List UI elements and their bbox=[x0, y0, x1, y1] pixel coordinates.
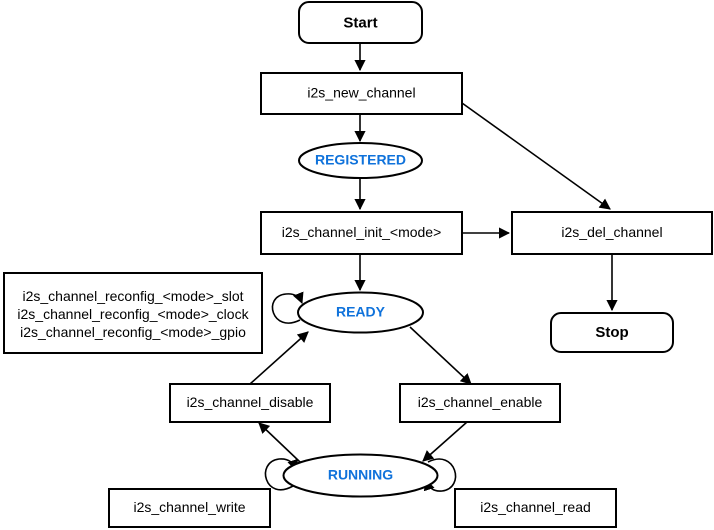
node-i2s-channel-init-label: i2s_channel_init_<mode> bbox=[282, 224, 442, 240]
node-state-registered-label: REGISTERED bbox=[315, 152, 406, 168]
node-state-ready[interactable] bbox=[297, 291, 424, 334]
node-i2s-channel-write-label: i2s_channel_write bbox=[133, 499, 245, 515]
node-i2s-channel-enable[interactable] bbox=[399, 383, 561, 423]
node-state-running-label: RUNNING bbox=[328, 467, 393, 483]
edge-running-to-channel-disable bbox=[258, 422, 301, 463]
node-stop-label: Stop bbox=[595, 324, 628, 341]
node-state-running[interactable] bbox=[282, 453, 439, 498]
edge-new-channel-to-del-channel bbox=[461, 102, 611, 210]
node-i2s-channel-reconfig-line2: i2s_channel_reconfig_<mode>_clock bbox=[17, 306, 249, 322]
node-i2s-channel-enable-label: i2s_channel_enable bbox=[418, 394, 543, 410]
node-i2s-channel-disable[interactable] bbox=[169, 383, 331, 423]
node-i2s-del-channel[interactable] bbox=[511, 211, 713, 255]
edge-ready-to-channel-enable bbox=[409, 326, 472, 385]
node-i2s-new-channel[interactable] bbox=[260, 72, 463, 115]
node-i2s-channel-reconfig-line1: i2s_channel_reconfig_<mode>_slot bbox=[22, 288, 243, 304]
node-i2s-channel-disable-label: i2s_channel_disable bbox=[187, 394, 314, 410]
node-start-label: Start bbox=[343, 14, 377, 31]
node-stop[interactable] bbox=[550, 312, 674, 353]
node-i2s-channel-reconfig[interactable] bbox=[3, 272, 263, 354]
node-i2s-new-channel-label: i2s_new_channel bbox=[307, 85, 415, 101]
node-i2s-channel-read-label: i2s_channel_read bbox=[480, 499, 591, 515]
node-i2s-channel-init[interactable] bbox=[260, 211, 463, 255]
node-i2s-del-channel-label: i2s_del_channel bbox=[561, 224, 662, 240]
edge-channel-disable-to-ready bbox=[249, 331, 309, 385]
node-state-registered[interactable] bbox=[298, 142, 423, 179]
edge-channel-enable-to-running bbox=[422, 421, 468, 462]
node-i2s-channel-read[interactable] bbox=[454, 488, 617, 528]
node-start[interactable] bbox=[298, 1, 423, 44]
edge-ready-self-loop bbox=[271, 291, 304, 324]
node-i2s-channel-write[interactable] bbox=[108, 488, 271, 528]
node-i2s-channel-reconfig-line3: i2s_channel_reconfig_<mode>_gpio bbox=[20, 324, 246, 340]
node-state-ready-label: READY bbox=[336, 304, 386, 320]
